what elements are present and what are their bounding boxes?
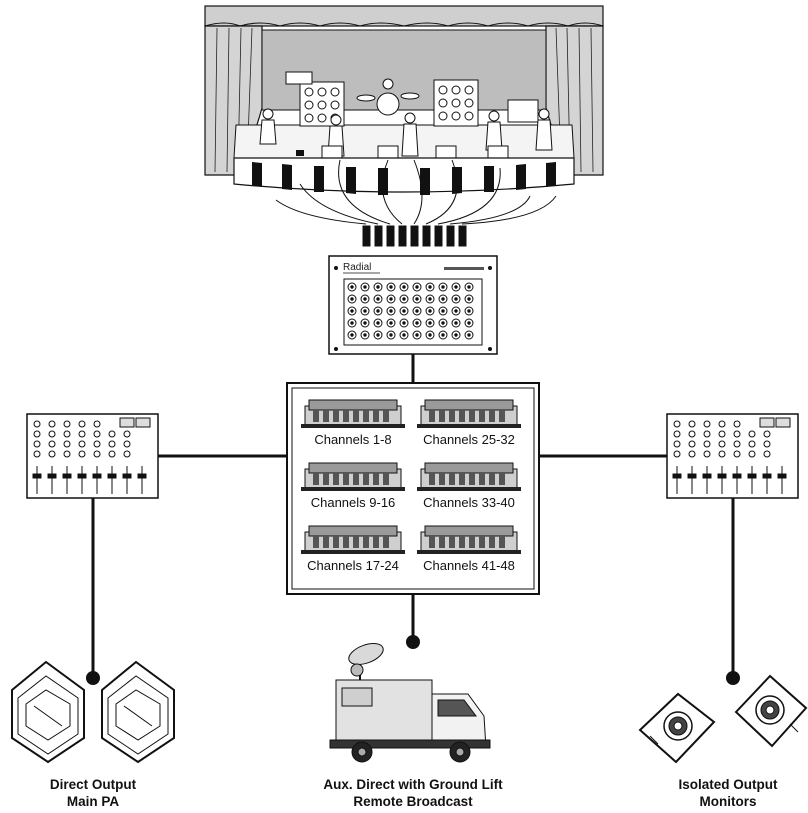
splitter-unit: Channels 9-16	[301, 462, 405, 510]
output-center-line2: Remote Broadcast	[353, 794, 473, 809]
splitter-channel-label: Channels 25-32	[423, 432, 515, 447]
output-left-line1: Direct Output	[49, 777, 137, 792]
main-pa-speakers-icon	[11, 660, 175, 764]
output-label-main-pa: Direct Output Main PA	[13, 776, 173, 810]
patch-jack-grid	[347, 282, 474, 340]
splitter-channel-label: Channels 9-16	[311, 495, 396, 510]
output-label-monitors: Isolated Output Monitors	[648, 776, 808, 810]
splitter-unit: Channels 25-32	[417, 399, 521, 447]
left-console	[26, 413, 159, 499]
splitter-channel-label: Channels 33-40	[423, 495, 515, 510]
center-connection-dot	[406, 635, 420, 649]
output-left-line2: Main PA	[66, 794, 120, 809]
broadcast-truck-icon	[329, 643, 491, 763]
right-console	[666, 413, 799, 499]
left-connection-dot	[86, 671, 100, 685]
splitter-channel-label: Channels 41-48	[423, 558, 515, 573]
output-right-line1: Isolated Output	[678, 777, 778, 792]
splitter-unit: Channels 41-48	[417, 525, 521, 573]
splitter-unit: Channels 17-24	[301, 525, 405, 573]
output-center-line1: Aux. Direct with Ground Lift	[323, 777, 503, 792]
splitter-unit: Channels 33-40	[417, 462, 521, 510]
stage-cables	[275, 159, 557, 225]
patch-panel: Radial	[328, 255, 498, 355]
radial-brand: Radial	[343, 262, 371, 273]
stage-illustration	[204, 5, 604, 195]
stage-monitors-icon	[638, 674, 808, 764]
output-label-broadcast: Aux. Direct with Ground Lift Remote Broa…	[283, 776, 543, 810]
splitter-unit: Channels 1-8	[301, 399, 405, 447]
splitter-channel-label: Channels 17-24	[307, 558, 399, 573]
right-connection-dot	[726, 671, 740, 685]
splitter-channel-label: Channels 1-8	[314, 432, 391, 447]
xlr-connectors	[362, 225, 467, 247]
output-right-line2: Monitors	[699, 794, 757, 809]
